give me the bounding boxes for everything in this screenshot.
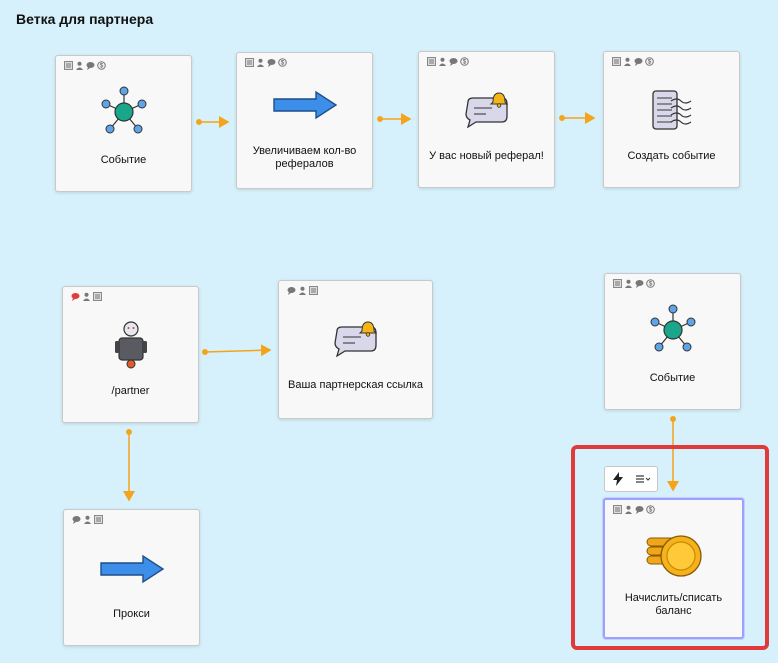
node-partner-link[interactable]: Ваша партнерская ссылка bbox=[278, 280, 433, 419]
page-icon bbox=[612, 57, 621, 66]
node-balance[interactable]: $ Начислить/списать баланс bbox=[603, 498, 744, 639]
chat-icon bbox=[86, 62, 95, 70]
node-toolbar-icons bbox=[72, 515, 103, 524]
list-menu-button[interactable] bbox=[634, 470, 654, 488]
lightning-button[interactable] bbox=[608, 470, 628, 488]
node-label: Событие bbox=[649, 372, 696, 384]
node-toolbar-icons bbox=[71, 292, 102, 301]
chat-icon bbox=[635, 506, 644, 514]
coin-icon: $ bbox=[460, 57, 469, 66]
node-event-2[interactable]: $ Событие bbox=[604, 273, 741, 410]
page-icon bbox=[94, 515, 103, 524]
node-toolbar-icons: $ bbox=[613, 279, 655, 288]
chat-icon bbox=[635, 280, 644, 288]
chat-icon bbox=[267, 59, 276, 67]
node-label: Прокси bbox=[113, 608, 150, 620]
chat-icon bbox=[449, 58, 458, 66]
user-icon bbox=[439, 57, 446, 66]
node-partner-command[interactable]: /partner bbox=[62, 286, 199, 423]
node-event-1[interactable]: $ Событие bbox=[55, 55, 192, 192]
node-label: /partner bbox=[111, 385, 150, 397]
node-toolbar-icons: $ bbox=[427, 57, 469, 66]
page-icon bbox=[245, 58, 254, 67]
node-toolbar-icons: $ bbox=[245, 58, 287, 67]
node-label: У вас новый реферал! bbox=[429, 150, 544, 162]
arrow-right-icon bbox=[272, 90, 337, 120]
page-icon bbox=[427, 57, 436, 66]
page-icon bbox=[309, 286, 318, 295]
node-label: Увеличиваем кол-во рефералов bbox=[252, 145, 357, 170]
node-toolbar-icons: $ bbox=[613, 505, 655, 514]
user-icon bbox=[83, 292, 90, 301]
page-icon bbox=[93, 292, 102, 301]
page-icon bbox=[613, 505, 622, 514]
node-toolbar-icons: $ bbox=[612, 57, 654, 66]
chat-icon bbox=[634, 58, 643, 66]
svg-text:$: $ bbox=[463, 60, 467, 66]
user-icon bbox=[257, 58, 264, 67]
user-icon bbox=[625, 505, 632, 514]
node-create-event[interactable]: $ Создать событие bbox=[603, 51, 740, 188]
svg-text:$: $ bbox=[281, 61, 285, 67]
node-proxy[interactable]: Прокси bbox=[63, 509, 200, 646]
page-title: Ветка для партнера bbox=[16, 11, 154, 27]
user-icon bbox=[84, 515, 91, 524]
user-icon bbox=[625, 279, 632, 288]
node-label: Начислить/списать баланс bbox=[624, 592, 723, 617]
node-label: Создать событие bbox=[627, 150, 716, 162]
event-graph-icon bbox=[650, 304, 695, 352]
chat-alert-icon bbox=[71, 293, 80, 301]
coin-icon: $ bbox=[646, 279, 655, 288]
page-icon bbox=[613, 279, 622, 288]
coins-icon bbox=[646, 535, 702, 577]
node-action-toolbar bbox=[604, 466, 658, 492]
lightning-icon bbox=[613, 472, 623, 486]
message-bell-icon bbox=[464, 92, 508, 128]
svg-text:$: $ bbox=[100, 64, 104, 70]
event-graph-icon bbox=[101, 86, 146, 134]
message-bell-icon bbox=[333, 321, 377, 357]
arrow-right-icon bbox=[99, 554, 164, 584]
robot-icon bbox=[114, 321, 147, 369]
user-icon bbox=[299, 286, 306, 295]
page-icon bbox=[64, 61, 73, 70]
coin-icon: $ bbox=[97, 61, 106, 70]
svg-text:$: $ bbox=[648, 60, 652, 66]
coin-icon: $ bbox=[646, 505, 655, 514]
chat-icon bbox=[72, 516, 81, 524]
list-menu-icon bbox=[636, 475, 651, 483]
node-label: Событие bbox=[100, 154, 147, 166]
svg-text:$: $ bbox=[649, 508, 653, 514]
user-icon bbox=[624, 57, 631, 66]
node-toolbar-icons bbox=[287, 286, 318, 295]
coin-icon: $ bbox=[645, 57, 654, 66]
user-icon bbox=[76, 61, 83, 70]
node-label: Ваша партнерская ссылка bbox=[288, 379, 423, 391]
chat-icon bbox=[287, 287, 296, 295]
coin-icon: $ bbox=[278, 58, 287, 67]
highlight-frame bbox=[571, 445, 769, 650]
svg-text:$: $ bbox=[649, 282, 653, 288]
node-toolbar-icons: $ bbox=[64, 61, 106, 70]
document-waves-icon bbox=[651, 90, 691, 130]
node-increase-referrals[interactable]: $ Увеличиваем кол-во рефералов bbox=[236, 52, 373, 189]
connector-partner-link bbox=[204, 344, 272, 357]
node-new-referral[interactable]: $ У вас новый реферал! bbox=[418, 51, 555, 188]
